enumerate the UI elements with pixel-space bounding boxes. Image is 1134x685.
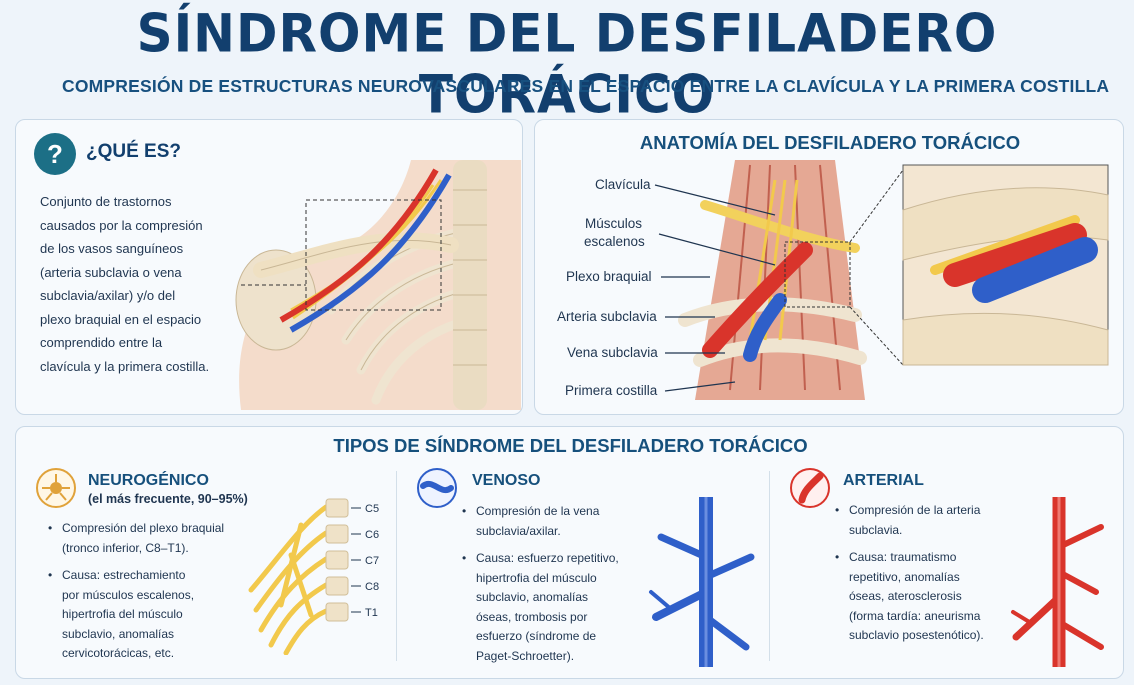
bullet-item: Compresión de la arteria subclavia. (835, 501, 984, 540)
que-es-line: comprendido entre la (40, 335, 163, 350)
bullet-line: Compresión de la vena (476, 504, 600, 518)
bullet-line: (forma tardía: aneurisma (849, 608, 981, 623)
bullet-item: Causa: traumatismo repetitivo, anomalías… (835, 548, 984, 646)
bullet-item: Compresión del plexo braquial (tronco in… (48, 519, 224, 558)
neuron-icon (36, 468, 76, 508)
page-title: SÍNDROME DEL DESFILADERO TORÁCICO (136, 3, 998, 125)
vein-illustration (649, 497, 755, 667)
artery-illustration (1011, 497, 1104, 667)
que-es-title: ¿QUÉ ES? (86, 141, 182, 162)
que-es-line: plexo braquial en el espacio (40, 311, 202, 327)
vein-icon (417, 468, 457, 508)
artery-icon (790, 468, 830, 508)
que-es-line: de los vasos sanguíneos (40, 241, 184, 256)
bullet-line: subclavio, anomalías (476, 590, 589, 604)
brachial-plexus-illustration: C5 C6 C7 C8 T1 (248, 498, 379, 655)
que-es-line: subclavia/axilar) y/o del (40, 288, 176, 303)
neurogenico-bullets: Compresión del plexo braquial (tronco in… (48, 519, 224, 672)
column-divider (396, 471, 397, 661)
arterial-title: ARTERIAL (843, 472, 924, 489)
label-plexo-braquial: Plexo braquial (566, 269, 652, 284)
label-musculos-2: escalenos (584, 234, 645, 249)
shoulder-illustration (235, 160, 521, 410)
bullet-item: Causa: estrechamiento por músculos escal… (48, 566, 224, 664)
subtitle-row: COMPRESIÓN DE ESTRUCTURAS NEUROVASCULARE… (48, 76, 1109, 97)
que-es-description: Conjunto de trastornos causados por la c… (40, 190, 230, 378)
bullet-line: hipertrofia del músculo (62, 607, 183, 621)
bullet-line: por músculos escalenos, (62, 587, 195, 602)
anatomia-title: ANATOMÍA DEL DESFILADERO TORÁCICO (639, 132, 1021, 153)
column-divider (769, 471, 770, 661)
bullet-line: subclavio posestenótico). (849, 628, 984, 642)
neurogenico-subtitle: (el más frecuente, 90–95%) (88, 492, 248, 506)
label-musculos-1: Músculos (585, 216, 643, 231)
page-subtitle: COMPRESIÓN DE ESTRUCTURAS NEUROVASCULARE… (62, 76, 1110, 96)
bullet-line: Compresión de la arteria (849, 503, 981, 517)
venoso-bullets: Compresión de la vena subclavia/axilar. … (462, 502, 619, 674)
bullet-line: Compresión del plexo braquial (62, 521, 225, 535)
root-label-c6: C6 (365, 529, 379, 541)
que-es-panel: ? ¿QUÉ ES? Conjunto de trastornos causad… (15, 119, 523, 415)
bullet-item: Compresión de la vena subclavia/axilar. (462, 502, 619, 541)
arterial-bullets: Compresión de la arteria subclavia. Caus… (835, 501, 984, 654)
bullet-line: subclavio, anomalías (62, 626, 175, 641)
bullet-line: hipertrofia del músculo (476, 570, 597, 585)
que-es-line: clavícula y la primera costilla. (40, 358, 210, 374)
anatomia-panel: ANATOMÍA DEL DESFILADERO TORÁCICO Clavíc… (534, 119, 1124, 415)
bullet-line: Causa: estrechamiento (62, 568, 186, 582)
bullet-line: Causa: esfuerzo repetitivo, (476, 551, 619, 565)
bullet-line: cervicotorácicas, etc. (62, 646, 175, 660)
bullet-line: subclavia. (849, 522, 903, 537)
tipos-title: TIPOS DE SÍNDROME DEL DESFILADERO TORÁCI… (333, 435, 808, 456)
root-label-c8: C8 (365, 581, 379, 593)
tipos-panel: TIPOS DE SÍNDROME DEL DESFILADERO TORÁCI… (15, 426, 1124, 679)
bullet-item: Causa: esfuerzo repetitivo, hipertrofia … (462, 549, 619, 666)
bullet-line: subclavia/axilar. (476, 523, 561, 538)
que-es-line: (arteria subclavia o vena (40, 264, 182, 280)
bullet-line: Causa: traumatismo (849, 550, 957, 564)
root-label-c5: C5 (365, 503, 379, 515)
root-label-t1: T1 (365, 607, 378, 619)
bullet-line: óseas, trombosis por (476, 609, 588, 624)
que-es-line: causados por la compresión (40, 217, 203, 233)
neurogenico-title: NEUROGÉNICO (88, 472, 209, 489)
label-clavicula: Clavícula (595, 177, 651, 192)
venoso-title: VENOSO (472, 472, 541, 489)
label-vena-subclavia: Vena subclavia (567, 345, 658, 360)
bullet-line: óseas, aterosclerosis (849, 589, 962, 603)
bullet-line: esfuerzo (síndrome de (476, 629, 597, 643)
bullet-line: (tronco inferior, C8–T1). (62, 540, 189, 555)
que-es-line: Conjunto de trastornos (40, 194, 172, 209)
root-label-c7: C7 (365, 555, 379, 567)
anatomy-illustration (654, 160, 1109, 400)
label-primera-costilla: Primera costilla (565, 383, 658, 398)
bullet-line: repetitivo, anomalías (849, 569, 960, 584)
question-icon: ? (34, 133, 76, 175)
bullet-line: Paget-Schroetter). (476, 648, 575, 663)
label-arteria-subclavia: Arteria subclavia (557, 309, 657, 324)
